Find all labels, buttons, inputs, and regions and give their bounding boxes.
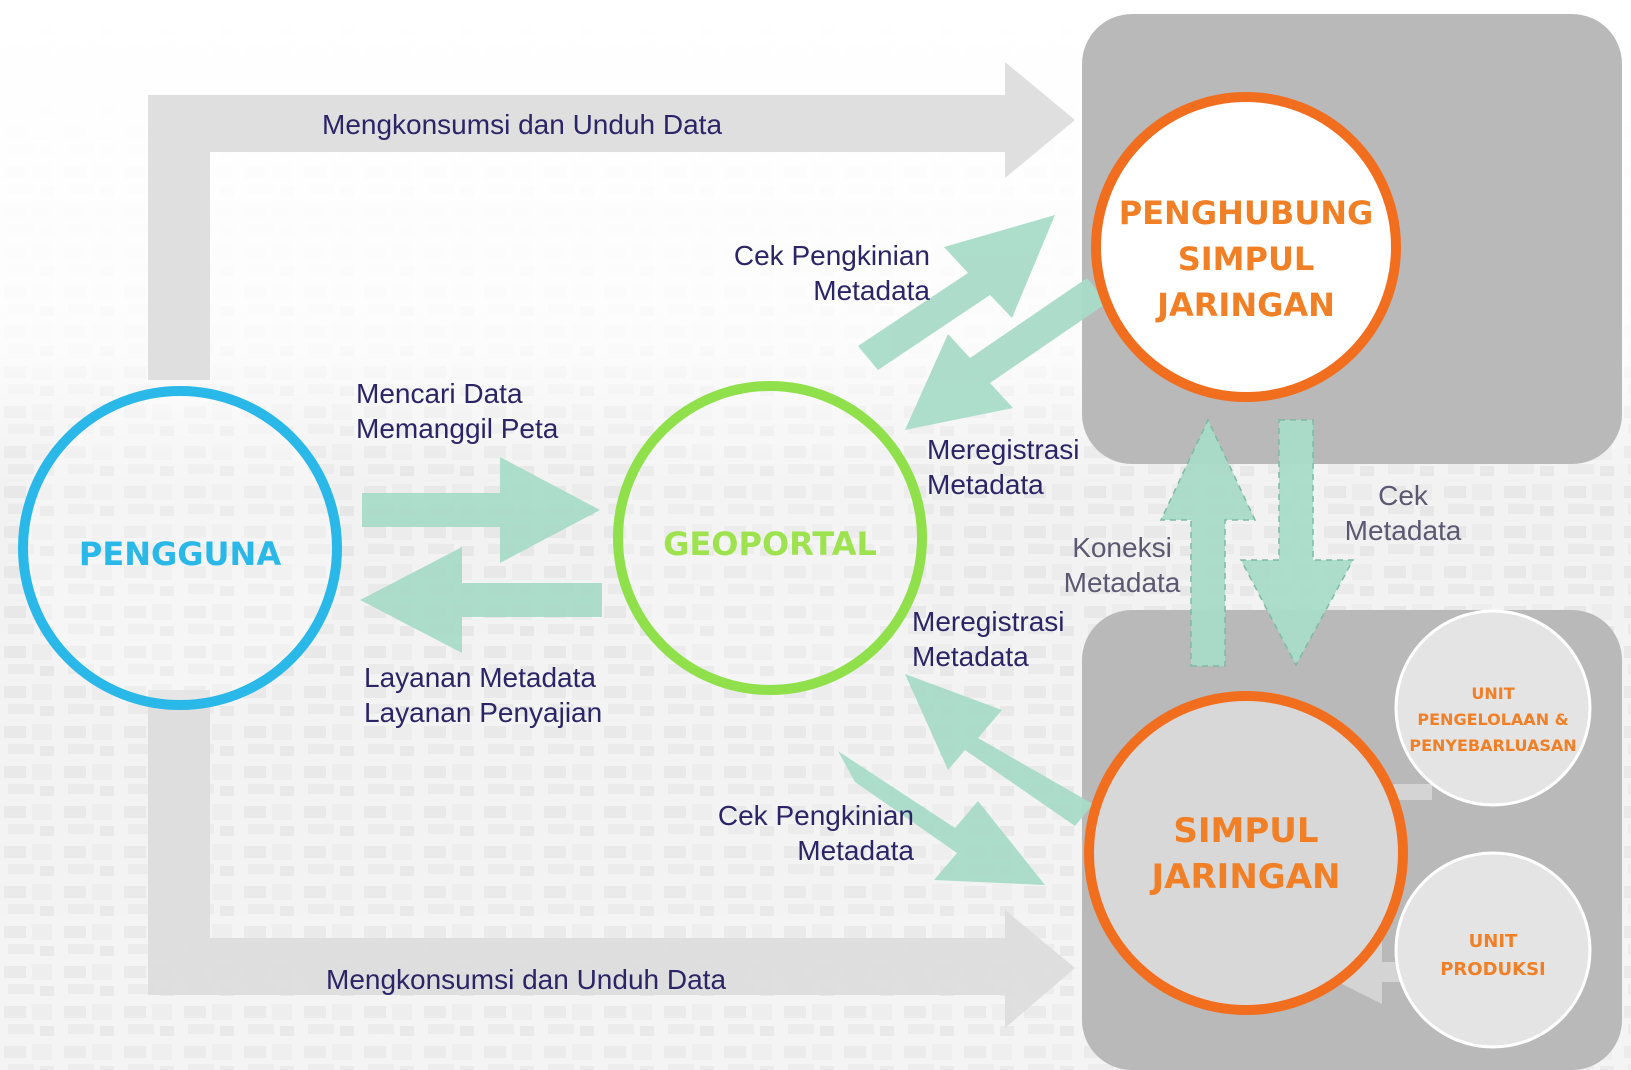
penghubung-label-line-1: PENGHUBUNG — [1118, 194, 1374, 232]
top-flow-arrow — [148, 62, 1075, 380]
penghubung-label-line-3: JARINGAN — [1157, 286, 1335, 324]
registrasi-bottom-line-2: Metadata — [912, 641, 1029, 672]
arrow-cek-top — [858, 215, 1055, 370]
arrow-unit-produksi — [1318, 940, 1430, 1004]
simpul-label-line-1: SIMPUL — [1173, 811, 1319, 851]
unit-produksi-label: UNIT PRODUKSI — [1393, 928, 1593, 984]
registrasi-top-label: Meregistrasi Metadata — [927, 432, 1079, 502]
layanan-line-2: Layanan Penyajian — [364, 697, 603, 728]
arrow-koneksi — [1161, 420, 1255, 666]
koneksi-line-2: Metadata — [1063, 567, 1181, 598]
mencari-label: Mencari Data Memanggil Peta — [356, 376, 558, 446]
geoportal-circle — [613, 381, 927, 695]
unit-pengelolaan-line-1: UNIT — [1471, 684, 1515, 703]
mencari-line-1: Mencari Data — [356, 378, 523, 409]
simpul-label-line-2: JARINGAN — [1151, 857, 1341, 897]
simpul-label: SIMPUL JARINGAN — [1096, 808, 1396, 900]
simpul-circle — [1084, 691, 1408, 1015]
bottom-flow-label: Mengkonsumsi dan Unduh Data — [326, 964, 727, 995]
geoportal-label: GEOPORTAL — [663, 525, 877, 563]
cek-metadata-label: Cek Metadata — [1318, 478, 1488, 548]
layanan-label: Layanan Metadata Layanan Penyajian — [364, 660, 602, 730]
registrasi-top-line-1: Meregistrasi — [927, 434, 1080, 465]
registrasi-top-line-2: Metadata — [927, 469, 1044, 500]
cek-top-label: Cek Pengkinian Metadata — [690, 238, 930, 308]
mencari-line-2: Memanggil Peta — [356, 413, 559, 444]
cek-metadata-line-1: Cek — [1378, 480, 1428, 511]
arrow-cek-metadata — [1241, 420, 1353, 665]
penghubung-label: PENGHUBUNG SIMPUL JARINGAN — [1096, 190, 1396, 328]
pengguna-circle — [18, 386, 342, 710]
cek-top-line-2: Metadata — [813, 275, 930, 306]
penghubung-circle — [1091, 92, 1401, 402]
unit-pengelolaan-line-3: PENYEBARLUASAN — [1409, 736, 1577, 755]
unit-pengelolaan-line-2: PENGELOLAAN & — [1417, 710, 1569, 729]
pengguna-label: PENGGUNA — [78, 535, 282, 573]
arrow-koneksi-outline — [1159, 418, 1257, 667]
top-flow-label: Mengkonsumsi dan Unduh Data — [322, 109, 723, 140]
arrow-mencari — [362, 457, 600, 563]
cek-bottom-line-2: Metadata — [797, 835, 914, 866]
arrow-layanan — [360, 547, 602, 653]
registrasi-bottom-line-1: Meregistrasi — [912, 606, 1065, 637]
unit-pengelolaan-label: UNIT PENGELOLAAN & PENYEBARLUASAN — [1393, 681, 1593, 759]
unit-produksi-line-1: UNIT — [1468, 931, 1518, 952]
penghubung-label-line-2: SIMPUL — [1177, 240, 1315, 278]
registrasi-bottom-label: Meregistrasi Metadata — [912, 604, 1064, 674]
koneksi-label: Koneksi Metadata — [1042, 530, 1202, 600]
arrow-cek-metadata-outline — [1239, 419, 1355, 667]
bottom-flow-arrow — [148, 690, 1075, 1028]
unit-produksi-line-2: PRODUKSI — [1440, 959, 1546, 980]
cek-bottom-line-1: Cek Pengkinian — [717, 800, 914, 831]
cek-metadata-line-2: Metadata — [1344, 515, 1462, 546]
arrow-cek-bottom — [838, 751, 1045, 885]
unit-pengelolaan-circle — [1394, 609, 1592, 807]
koneksi-line-1: Koneksi — [1072, 532, 1172, 563]
arrow-registrasi-top — [905, 278, 1107, 430]
unit-produksi-circle — [1394, 851, 1592, 1049]
cek-top-line-1: Cek Pengkinian — [733, 240, 930, 271]
cek-bottom-label: Cek Pengkinian Metadata — [674, 798, 914, 868]
layanan-line-1: Layanan Metadata — [364, 662, 596, 693]
arrow-registrasi-bottom — [905, 674, 1093, 826]
